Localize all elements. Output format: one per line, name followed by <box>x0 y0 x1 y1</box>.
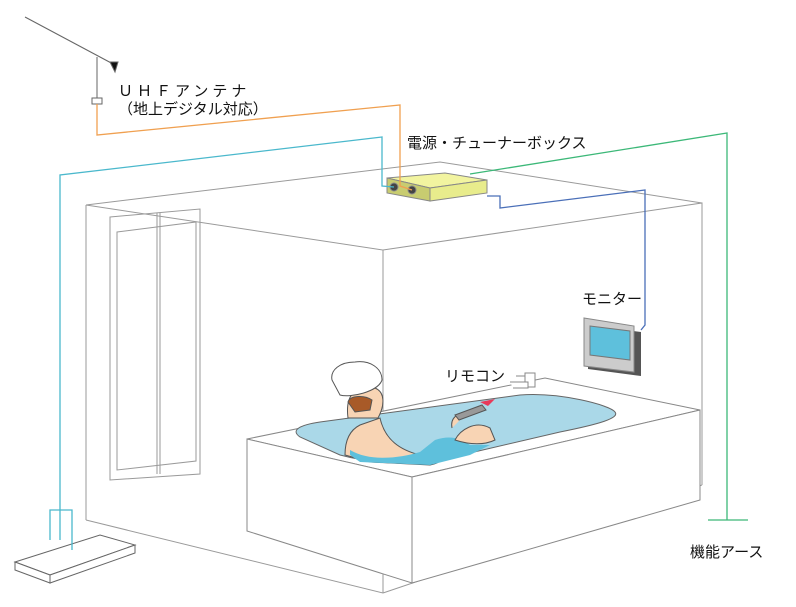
recorder <box>13 534 137 584</box>
ground-label: 機能アース <box>690 543 764 561</box>
antenna-cable <box>96 104 413 191</box>
recorder-cable <box>59 136 395 540</box>
tuner-box-label: 電源・チューナーボックス <box>407 134 587 152</box>
antenna-label: ＵＨＦアンテナ <box>118 82 251 100</box>
person-bathing <box>331 361 496 466</box>
cables <box>49 104 748 550</box>
remote-label: リモコン <box>445 367 506 385</box>
antenna-sublabel: （地上デジタル対応） <box>118 100 268 118</box>
remote-control <box>454 399 495 421</box>
ground-cable <box>469 132 728 520</box>
monitor <box>583 317 641 376</box>
monitor-cable <box>487 189 646 331</box>
door <box>109 208 201 481</box>
uhf-antenna <box>24 16 119 105</box>
faucet <box>510 372 536 389</box>
monitor-label: モニター <box>582 290 643 308</box>
